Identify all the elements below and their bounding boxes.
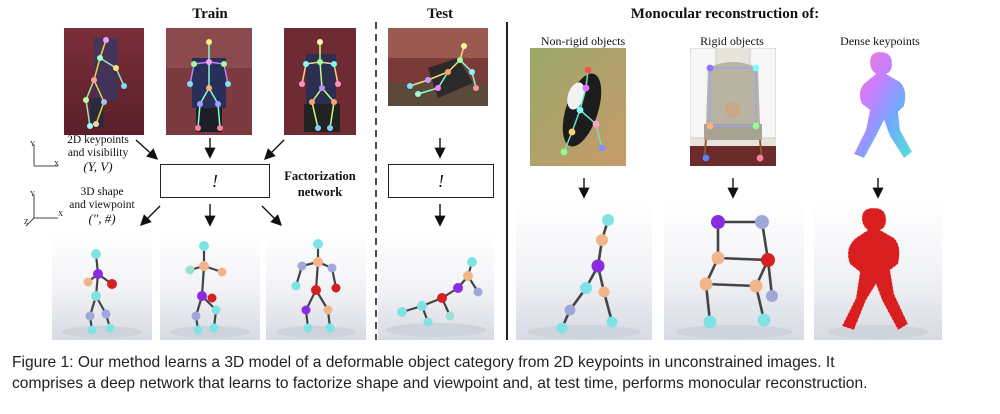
axis-2d-y-label: Y xyxy=(30,140,36,148)
axis-3d-x-label: X xyxy=(58,210,64,218)
train-photo-3 xyxy=(284,28,356,135)
dense-label: Dense keypoints xyxy=(840,34,920,48)
bird-recon xyxy=(516,200,652,340)
axis-3d-y-label: Y xyxy=(30,190,36,198)
test-photo xyxy=(388,28,488,106)
dashed-separator xyxy=(375,22,377,340)
caption-line-2: comprises a deep network that learns to … xyxy=(12,375,868,392)
axis-3d-z-label: Z xyxy=(24,218,29,226)
train-photo-1 xyxy=(64,28,144,135)
factorization-label: Factorization network xyxy=(284,169,356,199)
shape-viewpoint-label: 3D shape and viewpoint (", #) xyxy=(69,186,135,226)
dense-recon xyxy=(814,200,942,340)
dense-keypoints-photo xyxy=(838,46,928,166)
caption-line-1: Figure 1: Our method learns a 3D model o… xyxy=(12,354,835,371)
monocular-header: Monocular reconstruction of: xyxy=(630,6,820,22)
chair-recon xyxy=(664,200,804,340)
test-network-box: ! xyxy=(388,164,494,198)
bird-photo xyxy=(530,48,626,166)
axes-2d-icon xyxy=(33,144,58,167)
rigid-label: Rigid objects xyxy=(700,34,764,48)
train-network-box: ! xyxy=(160,164,270,198)
axis-2d-x-label: X xyxy=(54,160,60,168)
figure-caption: Figure 1: Our method learns a 3D model o… xyxy=(12,352,992,394)
train-recon-1 xyxy=(52,232,152,340)
train-photo-2 xyxy=(166,28,252,135)
keypoints-label: 2D keypoints and visibility (Y, V) xyxy=(67,134,129,174)
axes-3d-icon xyxy=(25,194,58,227)
solid-separator xyxy=(506,22,508,340)
train-recon-2 xyxy=(160,232,260,340)
test-recon xyxy=(378,232,494,340)
non-rigid-label: Non-rigid objects xyxy=(540,34,626,48)
chair-photo xyxy=(690,48,776,166)
train-recon-3 xyxy=(266,232,366,340)
test-header: Test xyxy=(426,6,454,22)
train-header: Train xyxy=(192,6,228,22)
